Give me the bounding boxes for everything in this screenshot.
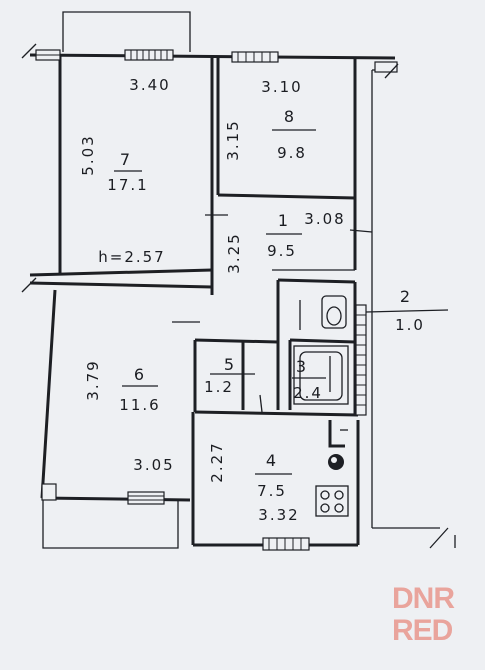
dim-room4-length: 2.27 [208,441,226,482]
bathtub-icon [293,345,349,405]
stove-icon [315,485,349,517]
balcony-top [62,11,191,52]
room-2-number: 2 [400,287,412,306]
room-8-number: 8 [284,107,296,126]
room-3-area: 2.4 [293,384,323,402]
room-6-number: 6 [134,365,146,384]
dim-room7-width: 3.40 [129,76,170,94]
windows [35,49,398,551]
room-3-number: 3 [296,357,308,376]
dim-room4-width: 3.32 [258,506,299,524]
room-8-label: 8 9.8 [272,107,316,162]
duct-icon [328,420,348,448]
dim-room7-length: 5.03 [79,134,97,175]
dim-room8-width: 3.10 [261,78,302,96]
dim-room6-length: 3.79 [84,359,102,400]
room-7-label: 7 17.1 [107,150,148,194]
room-6-area: 11.6 [119,396,160,414]
room-2-label: 2 1.0 [365,287,449,334]
room-8-area: 9.8 [277,144,307,162]
ceiling-height: h=2.57 [98,248,165,266]
room-1-area: 9.5 [267,242,297,260]
room-4-area: 7.5 [257,482,287,500]
dim-room6-width: 3.05 [133,456,174,474]
room-4-number: 4 [266,451,278,470]
room-1-label: 1 9.5 [266,211,302,260]
room-3-label: 3 2.4 [292,357,326,402]
room-5-number: 5 [224,355,236,374]
room-5-label: 5 1.2 [204,355,255,396]
fixtures [293,295,349,517]
room-6-label: 6 11.6 [119,365,160,414]
watermark-line-2: RED [392,614,453,647]
dim-room8-length: 3.15 [224,119,242,160]
interior-walls [29,58,373,417]
toilet-icon [321,295,347,329]
room-7-area: 17.1 [107,176,148,194]
room-4-label: 4 7.5 [255,451,292,500]
dim-room1-length: 3.25 [225,232,243,273]
sink-icon [328,454,344,470]
tick-marks [21,43,456,549]
dimensions: 3.40 5.03 3.10 3.15 3.08 3.25 3.79 3.05 … [79,76,345,524]
room-5-area: 1.2 [204,378,234,396]
watermark-line-1: DNR [392,582,455,615]
balcony-bottom [42,500,179,549]
room-2-area: 1.0 [395,316,425,334]
room-1-number: 1 [278,211,290,230]
room-7-number: 7 [120,150,132,169]
dim-room1-width: 3.08 [304,210,345,228]
watermark-logo: DNR RED [392,583,474,653]
